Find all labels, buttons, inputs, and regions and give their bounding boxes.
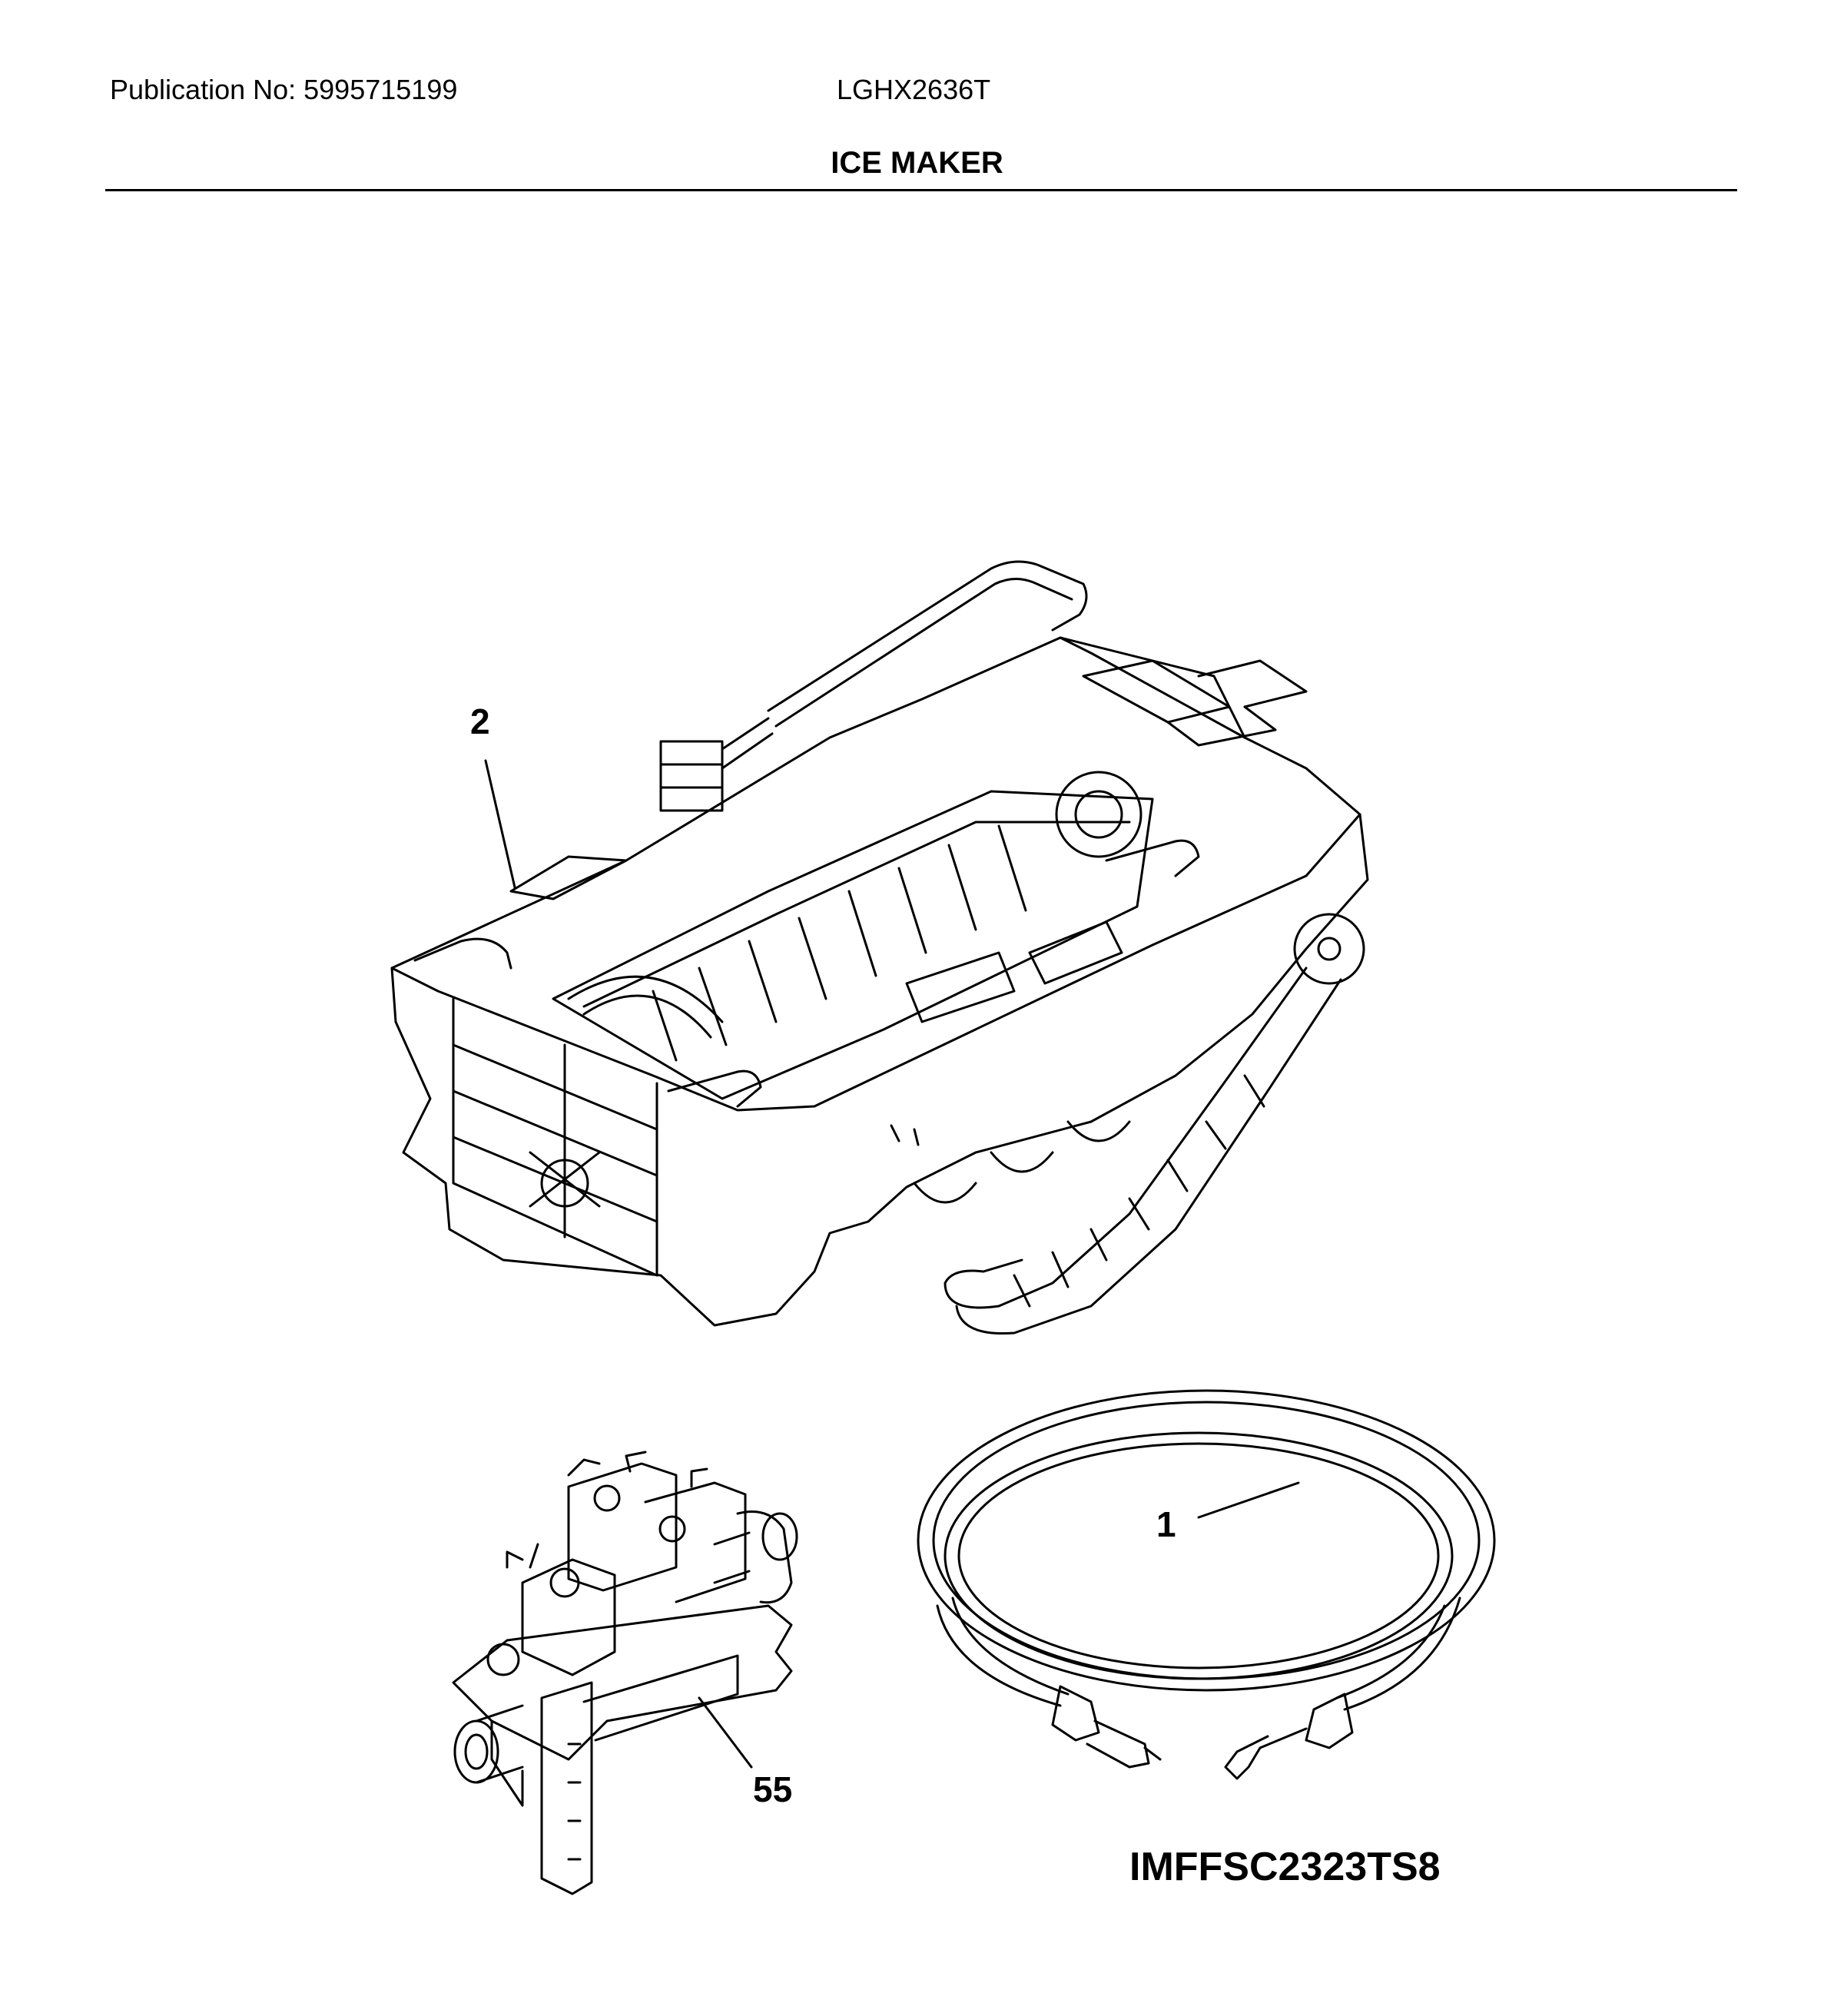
leader-line-1: [1197, 1481, 1300, 1519]
water-line-tube: [917, 1389, 1496, 1780]
publication-number: Publication No: 5995715199: [110, 74, 458, 105]
leader-line-2: [484, 759, 516, 889]
model-number: LGHX2636T: [837, 74, 991, 105]
callout-2: 2: [470, 701, 490, 741]
callout-55: 55: [753, 1769, 792, 1809]
section-title: ICE MAKER: [831, 146, 1003, 180]
header-divider: [105, 189, 1737, 191]
diagram-code: IMFFSC2323TS8: [1129, 1845, 1441, 1889]
callout-1: 1: [1156, 1504, 1176, 1544]
ice-maker-assembly: [390, 560, 1369, 1335]
leader-line-55: [698, 1696, 753, 1769]
water-valve: [452, 1451, 798, 1895]
